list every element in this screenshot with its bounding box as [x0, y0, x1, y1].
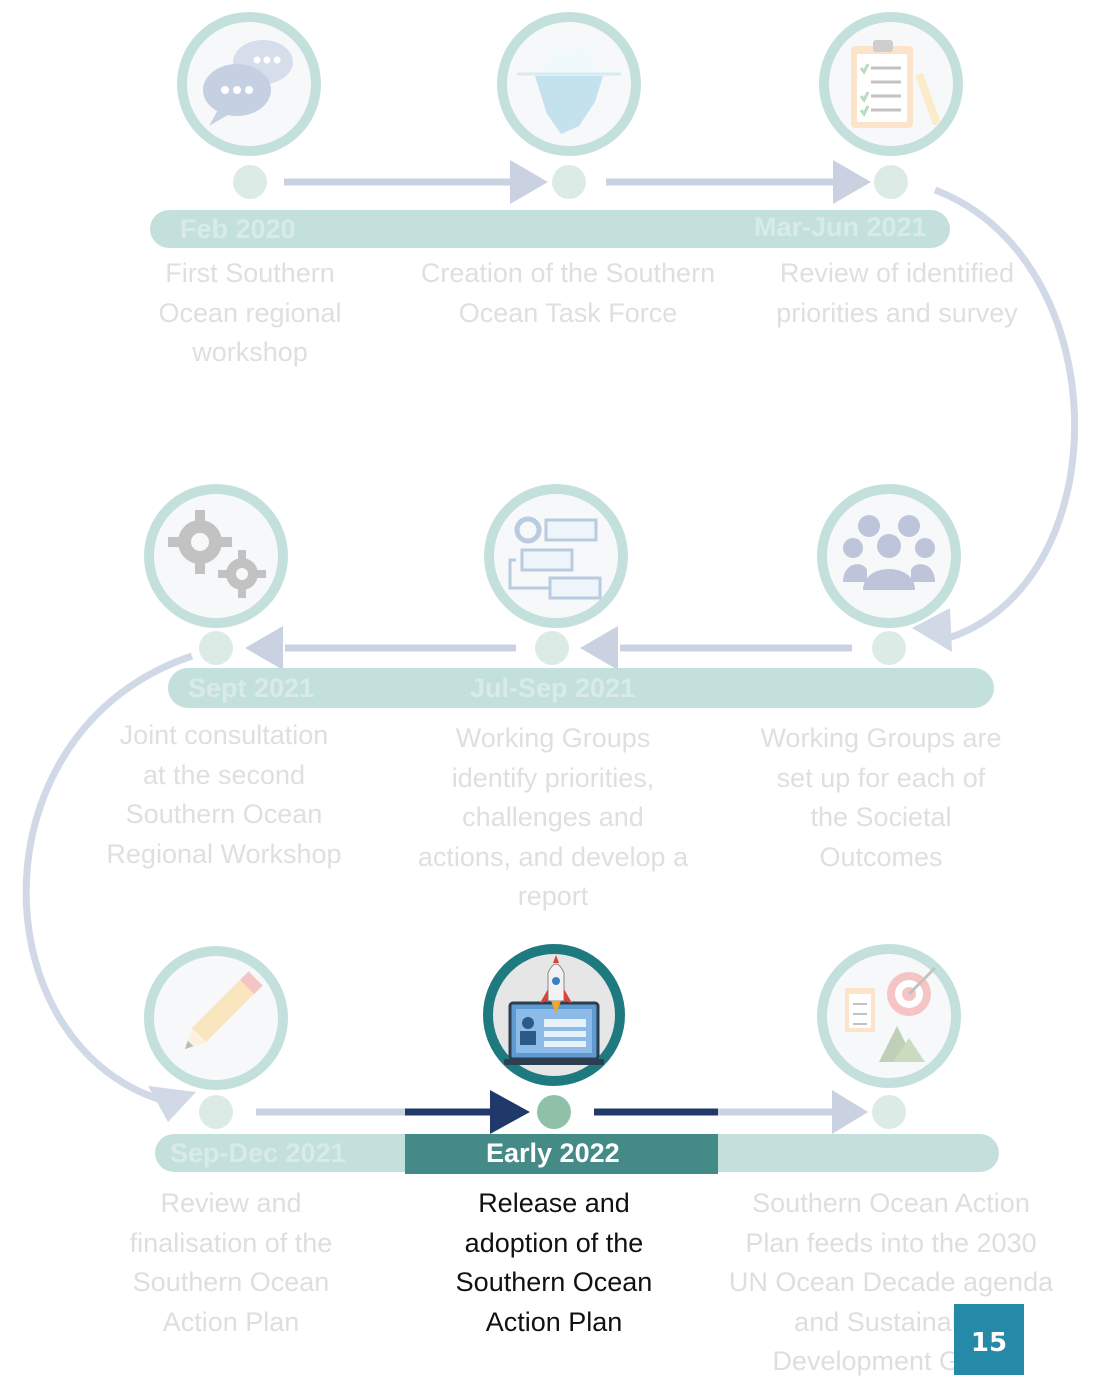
date-bar-row2 — [168, 668, 994, 708]
icon-circle-step4 — [817, 484, 961, 628]
date-label-step3: Mar-Jun 2021 — [754, 212, 927, 242]
dot-step6 — [199, 631, 233, 665]
icon-circle-step9 — [817, 944, 961, 1088]
dot-step1 — [233, 165, 267, 199]
curve-arrow-row2 — [912, 608, 952, 652]
step1-description: First Southern Ocean regional workshop — [158, 258, 342, 367]
icon-circle-step1 — [177, 12, 321, 156]
gears-icon — [168, 510, 266, 598]
rocket-laptop-icon — [504, 955, 604, 1065]
dot-step5 — [535, 631, 569, 665]
target-icon — [845, 966, 937, 1062]
active-date-bar — [405, 1134, 718, 1174]
curve-arrow-row3 — [148, 1086, 196, 1122]
people-group-icon — [843, 515, 935, 590]
dot-step4 — [872, 631, 906, 665]
arrow-2-3 — [833, 160, 871, 204]
icon-circle-step8 — [483, 944, 625, 1086]
clipboard-checklist-icon — [851, 40, 941, 128]
icon-circle-step5 — [484, 484, 628, 628]
icon-circle-step2 — [497, 12, 641, 156]
chat-bubbles-icon — [203, 40, 293, 126]
arrow-8-9 — [832, 1090, 868, 1134]
date-label-step5: Jul-Sep 2021 — [470, 673, 636, 703]
step2-description: Creation of the Southern Ocean Task Forc… — [420, 258, 716, 328]
icon-circle-step7 — [144, 946, 288, 1090]
date-label-step6: Sept 2021 — [188, 673, 315, 703]
step7-description: Review and finalisation of the Southern … — [129, 1188, 333, 1337]
arrow-4-5 — [580, 626, 618, 670]
date-label-step7: Sep-Dec 2021 — [170, 1138, 346, 1168]
date-bar-row1 — [150, 210, 950, 248]
date-label-step8: Early 2022 — [486, 1138, 620, 1168]
dot-step7 — [199, 1095, 233, 1129]
dot-step9 — [872, 1095, 906, 1129]
step4-description: Working Groups are set up for each of th… — [760, 723, 1002, 872]
step8-description: Release and adoption of the Southern Oce… — [455, 1188, 653, 1337]
icon-circle-step3 — [819, 12, 963, 156]
dot-step3 — [874, 165, 908, 199]
step3-description: Review of identified priorities and surv… — [776, 258, 1018, 328]
active-arrow — [490, 1090, 530, 1134]
curve-row1-row2 — [933, 186, 1079, 644]
active-dot — [537, 1095, 571, 1129]
arrow-1-2 — [510, 160, 548, 204]
iceberg-icon — [517, 40, 621, 134]
faded-timeline — [22, 12, 1079, 1172]
date-label-step1: Feb 2020 — [180, 214, 296, 244]
active-step — [405, 944, 718, 1174]
step6-description: Joint consultation at the second Souther… — [106, 720, 342, 869]
curve-row2-row3 — [22, 652, 194, 1106]
arrow-5-6 — [245, 626, 283, 670]
workflow-icon — [508, 516, 602, 600]
step5-description: Working Groups identify priorities, chal… — [417, 723, 689, 911]
icon-circle-step6 — [144, 484, 288, 628]
page-number-badge: 15 — [954, 1304, 1024, 1375]
dot-step2 — [552, 165, 586, 199]
